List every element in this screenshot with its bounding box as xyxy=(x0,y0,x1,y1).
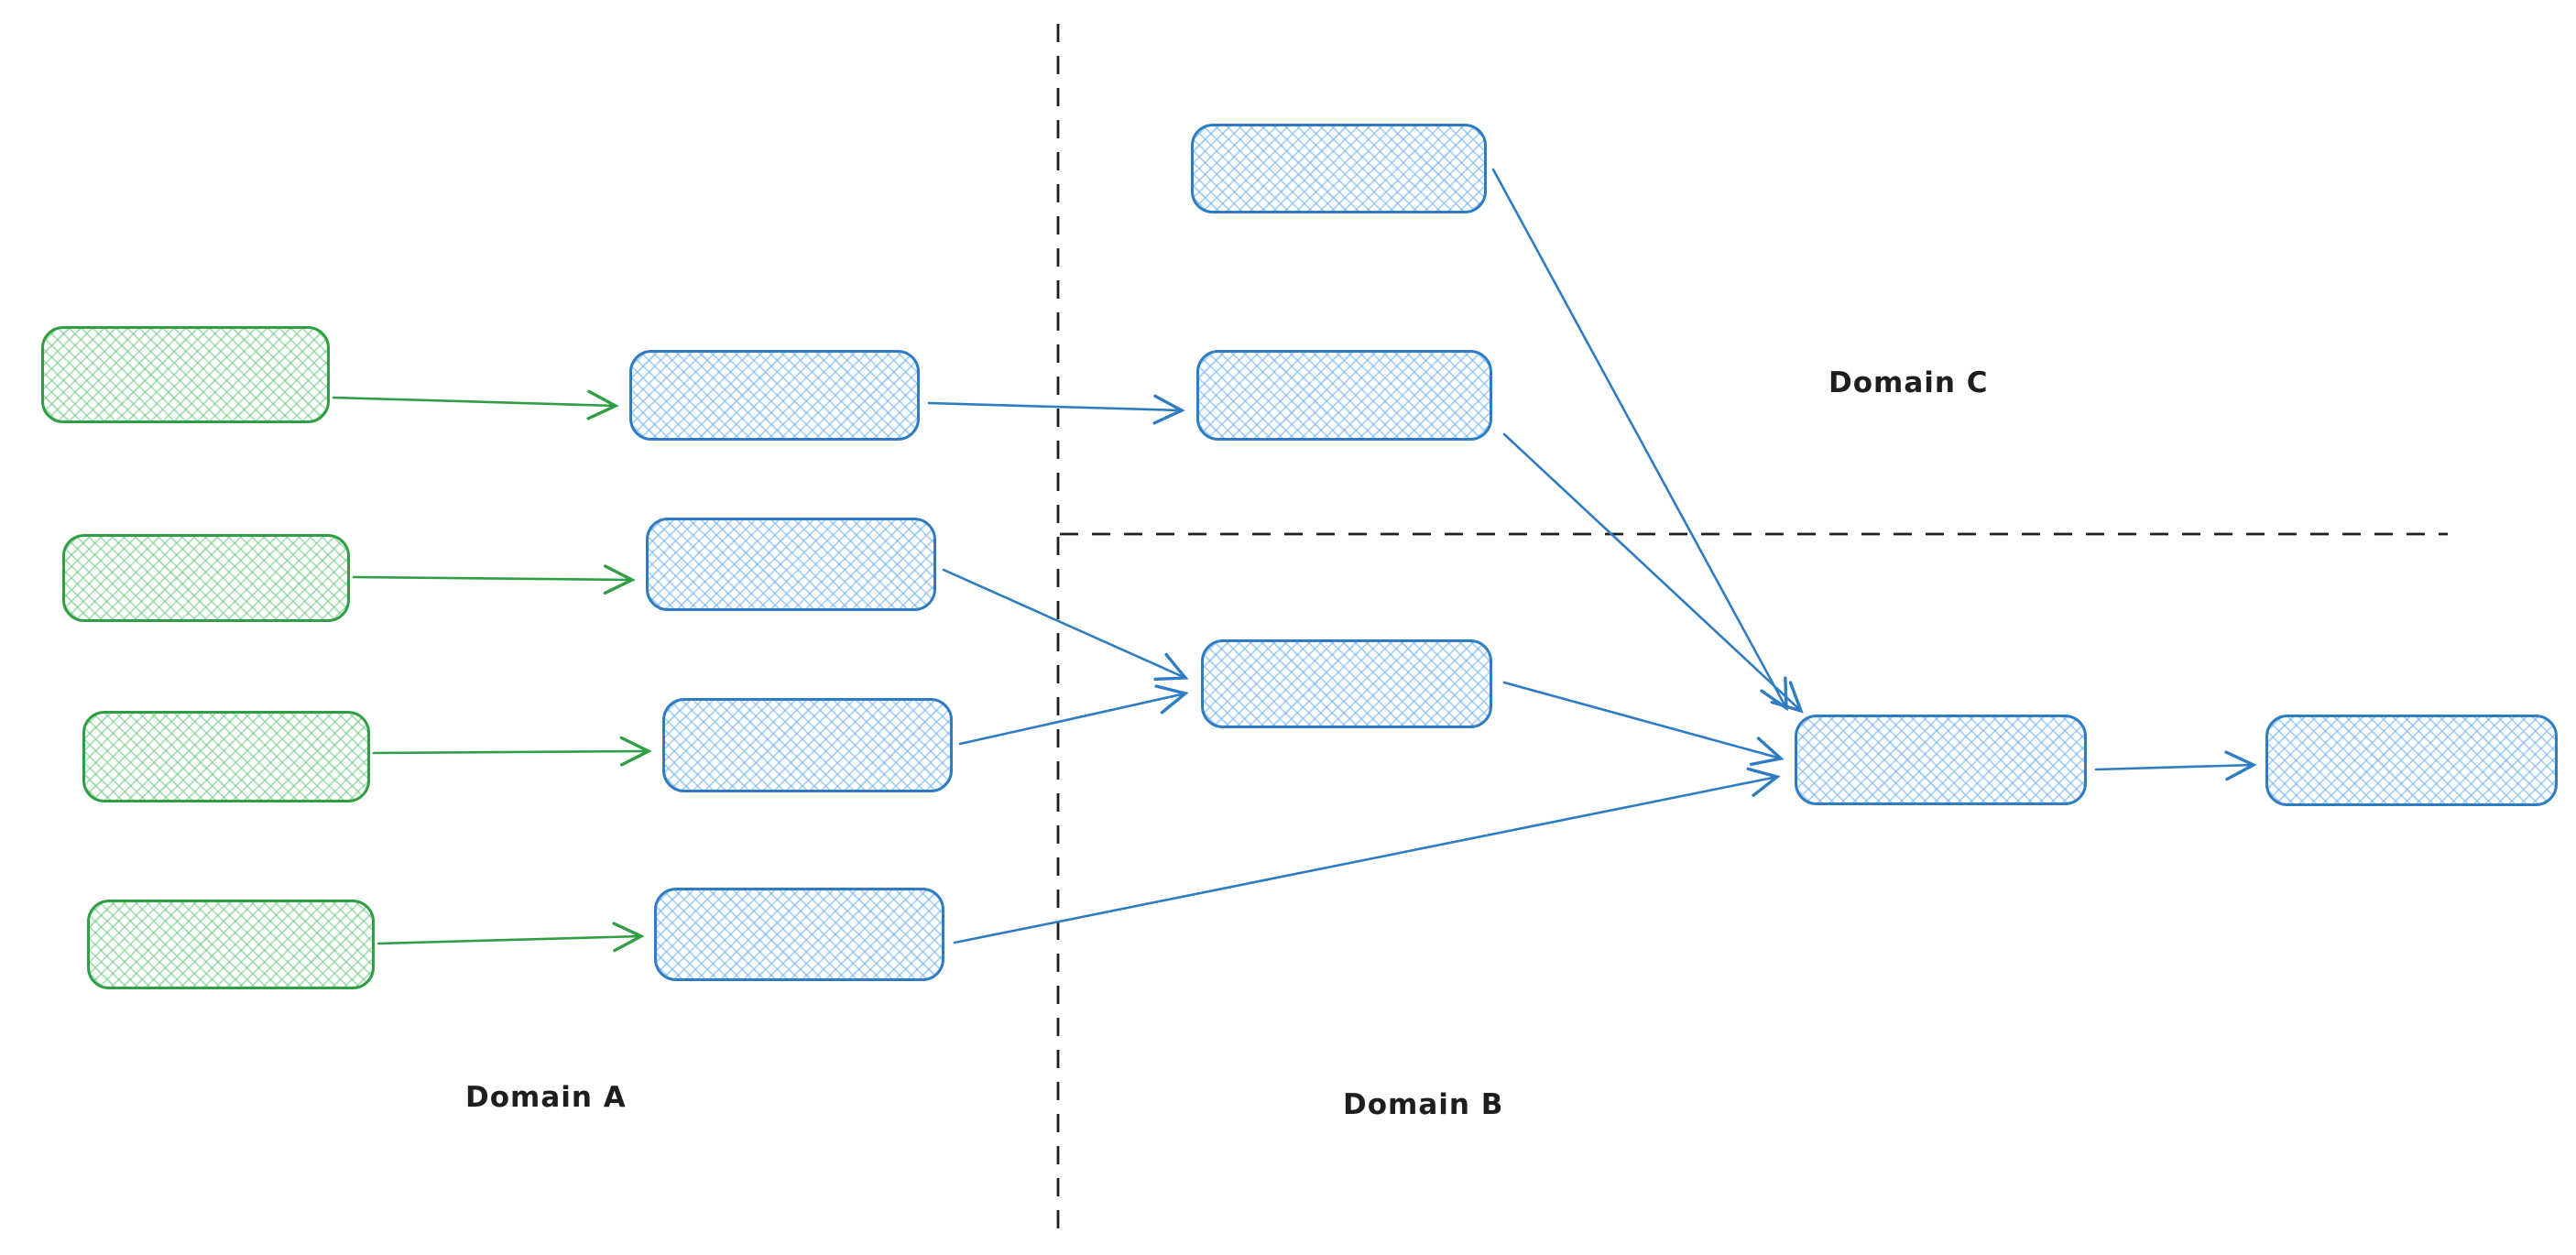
node-a-blue-1 xyxy=(629,350,920,441)
edge-agreen1-ablue1 xyxy=(332,389,619,420)
edge-ablue4-bbluehub xyxy=(953,767,1781,944)
node-a-blue-3 xyxy=(662,698,953,792)
edge-ablue2-bblueleft xyxy=(942,568,1189,682)
node-a-green-4 xyxy=(87,900,375,989)
edge-ablue3-bblueleft xyxy=(958,684,1189,746)
edge-bblueleft-bbluehub xyxy=(1502,681,1785,767)
node-c-blue-top xyxy=(1191,124,1487,213)
edge-bbluehub-bblueout xyxy=(2094,750,2257,781)
node-c-blue-mid xyxy=(1196,350,1492,441)
domain-a-label: Domain A xyxy=(465,1081,627,1114)
node-a-blue-2 xyxy=(646,518,936,611)
edge-cbluetop-bbluehub xyxy=(1491,168,1788,712)
node-a-green-1 xyxy=(41,326,330,423)
edge-cbluemid-bbluehub xyxy=(1502,432,1804,714)
node-b-blue-out xyxy=(2265,715,2558,806)
domain-b-label: Domain B xyxy=(1343,1088,1504,1121)
edge-agreen2-ablue2 xyxy=(352,564,636,595)
edge-agreen3-ablue3 xyxy=(372,736,652,767)
domain-c-label: Domain C xyxy=(1828,366,1989,399)
node-a-green-2 xyxy=(62,534,350,622)
node-b-blue-hub xyxy=(1795,715,2087,805)
node-b-blue-left xyxy=(1201,639,1492,728)
node-a-blue-4 xyxy=(654,888,944,981)
edge-agreen4-ablue4 xyxy=(377,922,645,953)
node-a-green-3 xyxy=(82,711,370,802)
edge-ablue1-cbluemid xyxy=(927,394,1185,425)
